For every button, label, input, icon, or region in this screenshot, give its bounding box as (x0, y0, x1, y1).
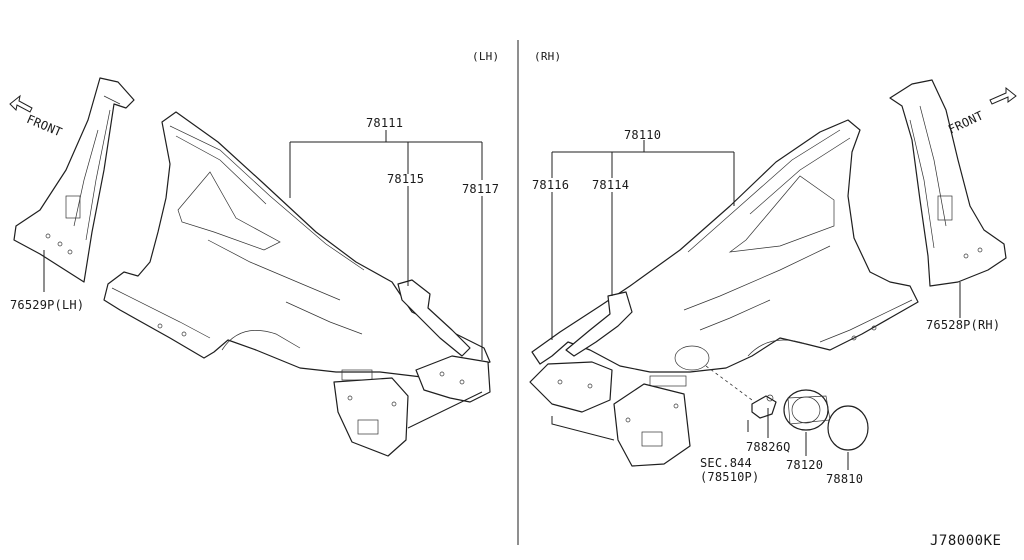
assembly-dashed-line (705, 365, 753, 401)
side-label-rh: (RH) (534, 50, 562, 63)
part-label-78810: 78810 (826, 472, 864, 486)
side-label-lh: (LH) (472, 50, 500, 63)
part-label-78117: 78117 (462, 182, 500, 196)
part-label-78114: 78114 (592, 178, 630, 192)
part-label-76529p: 76529P(LH) (10, 298, 85, 312)
leaders-rh (551, 140, 961, 470)
lower-bracket-rh (613, 383, 691, 467)
front-arrow-icon (9, 94, 33, 113)
part-78114-rh (565, 291, 633, 357)
leaders-lh (43, 130, 483, 429)
part-label-78510p: (78510P) (700, 470, 760, 484)
pillar-76529p-lh (13, 77, 135, 283)
part-label-78116: 78116 (532, 178, 570, 192)
fuel-lock-78826q (751, 394, 777, 419)
quarter-panel-78111-lh (103, 111, 491, 381)
part-label-76528p: 76528P(RH) (926, 318, 1001, 332)
pillar-76528p-rh (889, 79, 1007, 287)
part-78115-lh (397, 279, 471, 357)
diagram-code: J78000KE (930, 533, 1002, 549)
part-label-78120: 78120 (786, 458, 824, 472)
lower-bracket-lh (333, 377, 409, 457)
part-label-78826q: 78826Q (746, 440, 791, 454)
part-label-78110: 78110 (624, 128, 662, 142)
front-arrow-icon-rh (989, 86, 1017, 105)
part-label-sec844: SEC.844 (700, 456, 752, 470)
part-78117-lh (415, 355, 491, 403)
part-label-78115: 78115 (387, 172, 425, 186)
part-78116-rh (529, 361, 613, 413)
fuel-lid-78810 (827, 405, 869, 451)
filler-base-78120 (783, 389, 831, 431)
part-label-78111: 78111 (366, 116, 404, 130)
